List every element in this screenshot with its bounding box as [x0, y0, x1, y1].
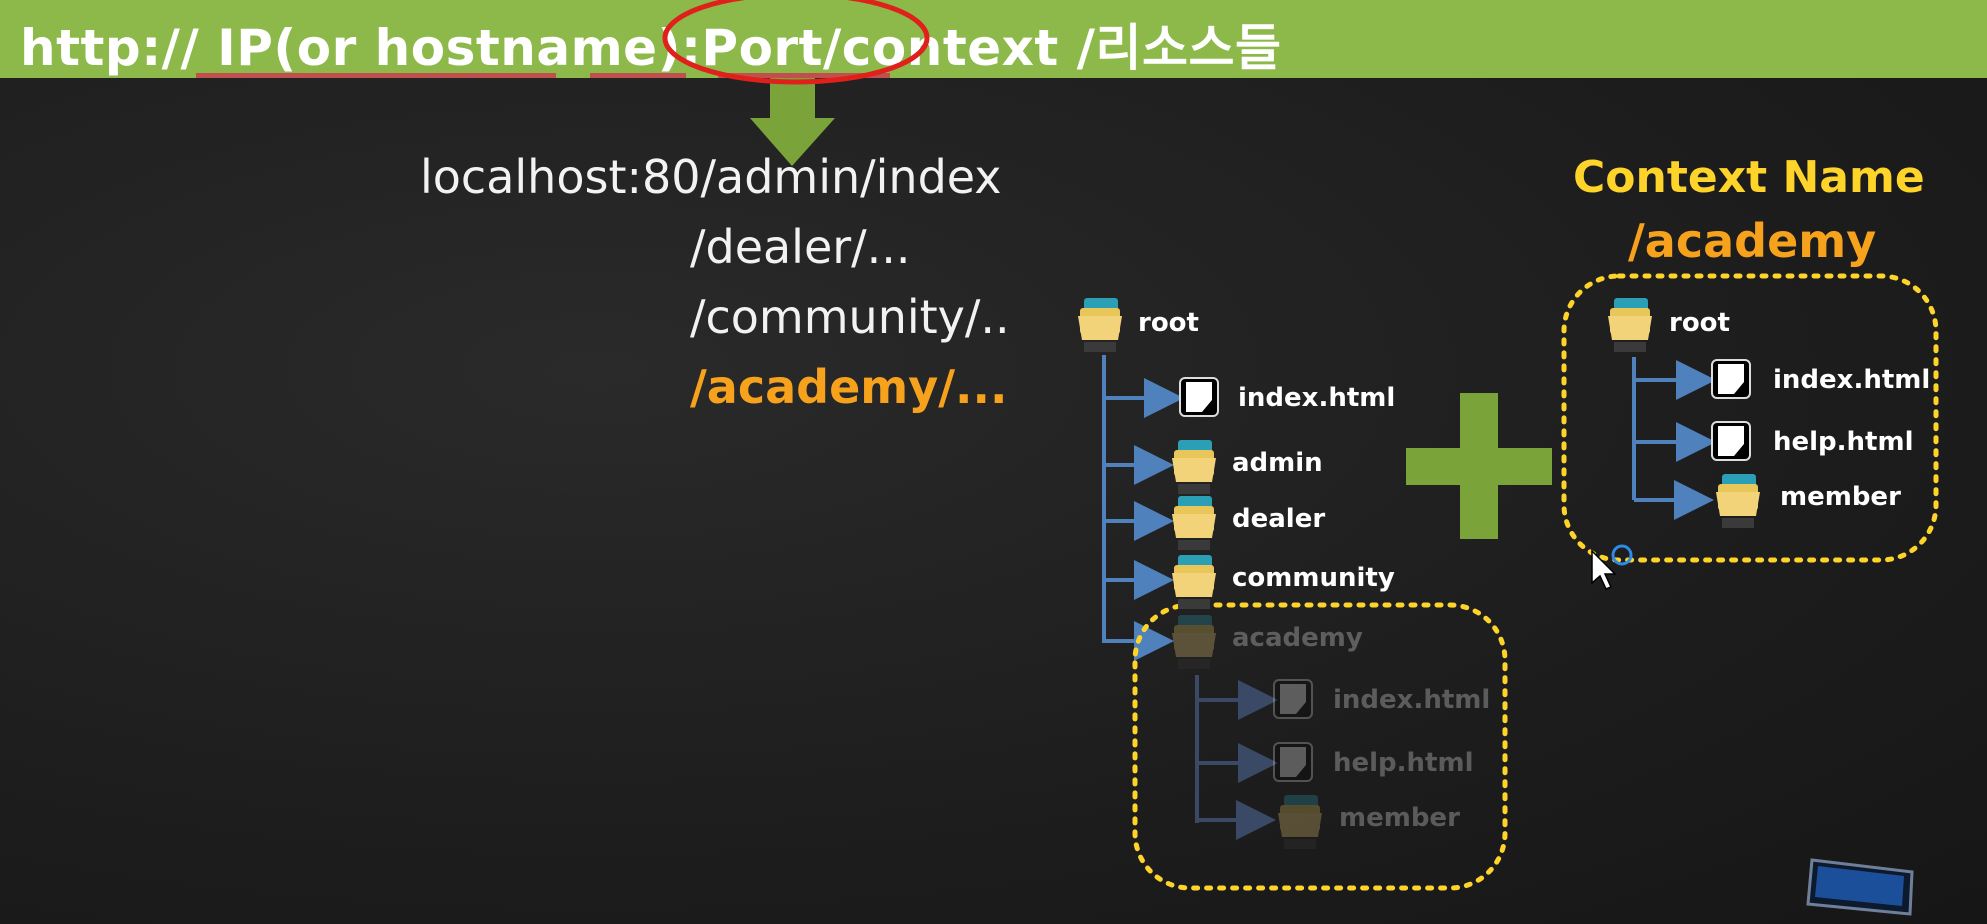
left-tree-connectors	[1102, 355, 1184, 661]
folder-icon	[1078, 298, 1126, 360]
context-tree-connectors	[1632, 357, 1716, 520]
mouse-cursor-icon	[1591, 544, 1633, 590]
left-item-academy: academy	[1232, 623, 1363, 653]
context-underline	[718, 73, 890, 78]
academy-child-index: index.html	[1333, 685, 1491, 715]
context-root-label: root	[1669, 308, 1730, 338]
academy-child-member: member	[1339, 803, 1460, 833]
file-icon	[1272, 678, 1316, 726]
plus-icon	[1406, 393, 1552, 539]
port-underline	[590, 73, 686, 78]
file-icon	[1710, 358, 1754, 406]
folder-icon	[1278, 795, 1326, 857]
folder-icon	[1172, 555, 1220, 617]
url-line-4: /academy/...	[690, 360, 1008, 414]
context-highlight-circle	[662, 0, 930, 85]
folder-icon	[1608, 298, 1656, 360]
academy-dotted-box	[1132, 602, 1508, 891]
academy-child-help: help.html	[1333, 748, 1474, 778]
url-line-2: /dealer/...	[690, 220, 911, 274]
folder-icon	[1172, 496, 1220, 558]
ip-underline	[196, 73, 556, 78]
monitor-icon	[1806, 858, 1914, 916]
url-format-title: http:// IP(or hostname):Port/context /리소…	[20, 19, 1282, 77]
context-name-title: Context Name	[1573, 152, 1925, 203]
url-line-3: /community/..	[690, 290, 1010, 344]
down-arrow-icon	[750, 78, 835, 166]
folder-icon	[1716, 474, 1764, 536]
context-item-help: help.html	[1773, 427, 1914, 457]
left-item-dealer: dealer	[1232, 504, 1326, 534]
left-item-community: community	[1232, 563, 1395, 593]
academy-subtree-connectors	[1195, 675, 1278, 840]
context-name-path: /academy	[1628, 214, 1877, 268]
left-item-index: index.html	[1238, 383, 1396, 413]
file-icon	[1272, 741, 1316, 789]
left-root-label: root	[1138, 308, 1199, 338]
folder-icon	[1172, 440, 1220, 502]
context-item-index: index.html	[1773, 365, 1931, 395]
url-line-1: localhost:80/admin/index	[420, 150, 1002, 204]
file-icon	[1178, 376, 1222, 424]
folder-icon	[1172, 615, 1220, 677]
context-item-member: member	[1780, 482, 1901, 512]
context-dotted-box	[1561, 273, 1939, 563]
title-banner: http:// IP(or hostname):Port/context /리소…	[0, 0, 1987, 78]
file-icon	[1710, 420, 1754, 468]
left-item-admin: admin	[1232, 448, 1323, 478]
